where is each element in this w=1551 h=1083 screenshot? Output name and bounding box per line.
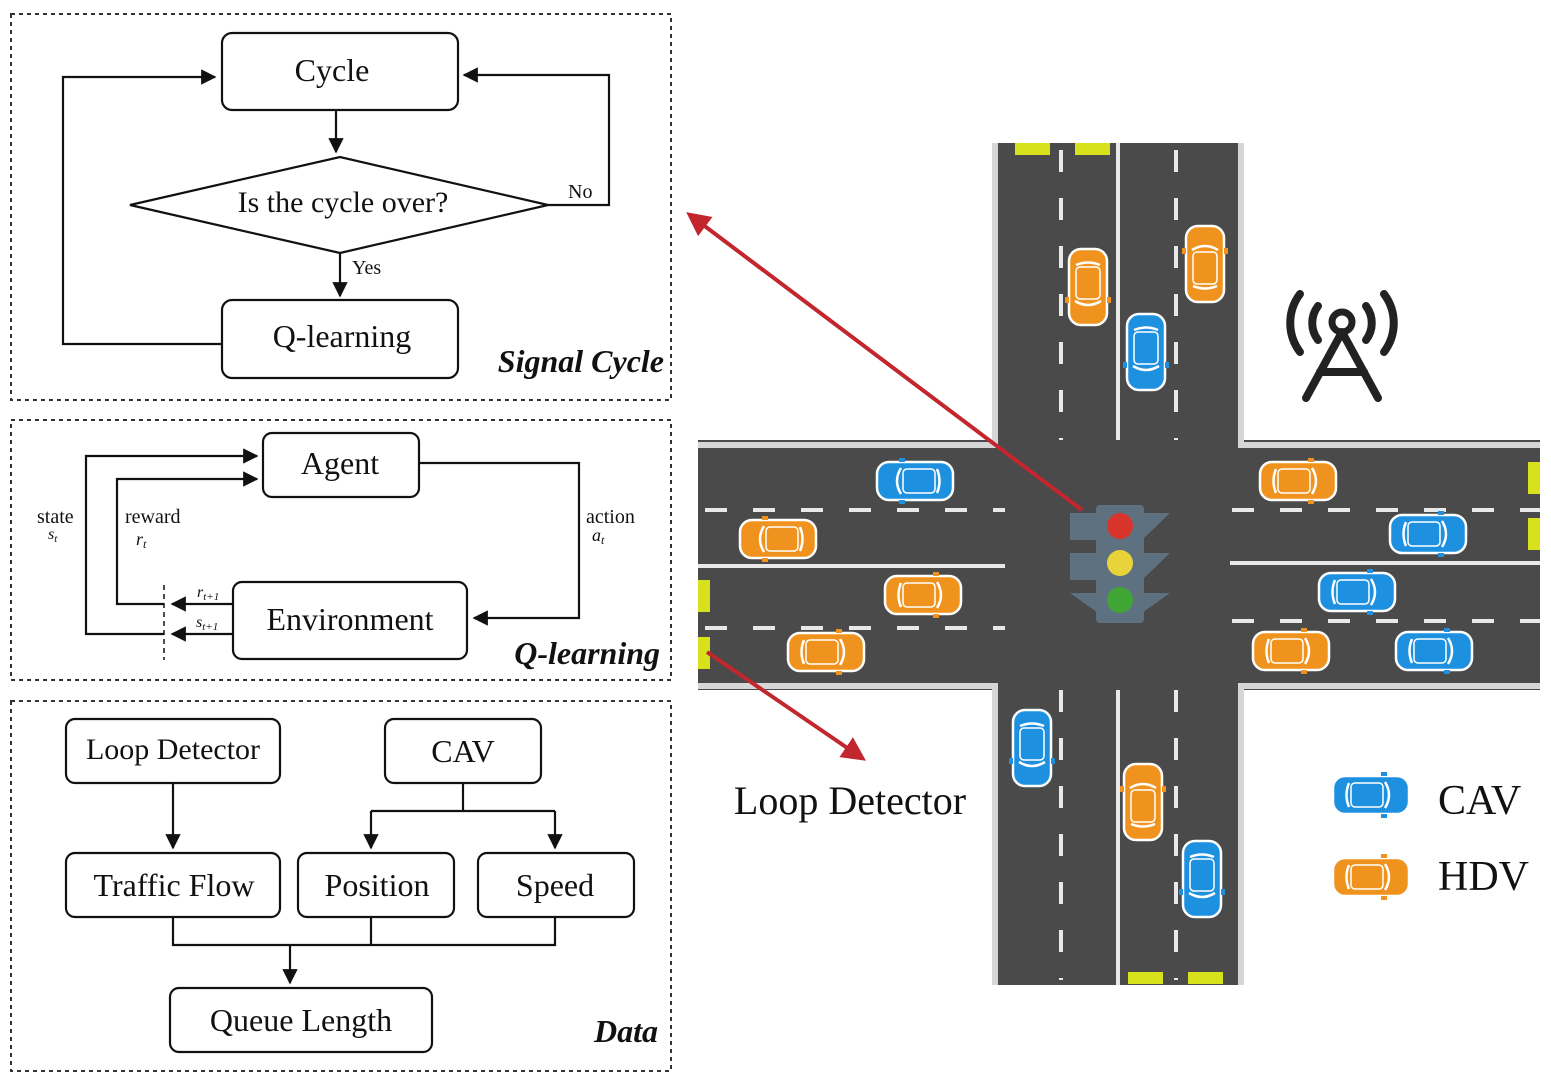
hdv-car-icon <box>1331 854 1411 900</box>
cav-car-icon <box>1317 569 1397 615</box>
legend-hdv-label: HDV <box>1438 854 1529 900</box>
q-learning-title: Q-learning <box>514 635 660 671</box>
traffic-light-yellow-lamp <box>1107 550 1133 576</box>
qlearning-to-cycle-arrow <box>61 69 222 346</box>
signal-cycle-pointer-arrow <box>686 212 1084 512</box>
traffic-light-green-lamp <box>1107 587 1133 613</box>
traffic-light-left-visor <box>1070 553 1098 580</box>
curb-bottom-right <box>1238 683 1540 985</box>
intersection-scene: Loop Detector CAV HDV <box>686 143 1540 985</box>
loop-detector-marker <box>698 637 710 669</box>
traffic-light-right-visor <box>1142 513 1170 540</box>
loop-detector-pointer-arrow <box>705 650 866 761</box>
cav-car-icon <box>875 458 955 504</box>
queue-length-label: Queue Length <box>210 1002 392 1038</box>
state-arrow <box>84 448 259 636</box>
agent-label: Agent <box>301 445 379 481</box>
curb-top-right <box>1238 143 1540 448</box>
action-arrow <box>419 461 581 626</box>
cycle-box <box>220 31 460 112</box>
action-label: action <box>586 506 635 528</box>
cav-car-icon <box>1123 312 1169 392</box>
curb-bottom-left <box>698 683 998 985</box>
hdv-car-icon <box>1065 247 1111 327</box>
cav-car-icon <box>1331 772 1411 818</box>
traffic-light-right-visor <box>1142 553 1170 580</box>
no-label: No <box>568 181 592 203</box>
next-state-symbol: st+1 <box>196 614 218 633</box>
radio-tower-icon <box>1286 290 1398 402</box>
traffic-flow-label: Traffic Flow <box>94 867 255 903</box>
state-symbol: st <box>48 526 58 545</box>
cav-box-label: CAV <box>431 733 494 769</box>
vehicle-legend: CAV HDV <box>1331 772 1529 900</box>
loop-detector-marker <box>1528 518 1540 550</box>
traffic-light <box>1070 505 1170 623</box>
yes-label: Yes <box>352 257 381 279</box>
loop-detector-marker <box>1188 972 1223 984</box>
data-frame <box>10 700 672 1072</box>
agent-box <box>261 431 421 499</box>
loop-detector-marker <box>1128 972 1163 984</box>
traffic-light-red-lamp <box>1107 513 1133 539</box>
hdv-car-icon <box>1258 458 1338 504</box>
decision-label: Is the cycle over? <box>238 186 449 219</box>
hdv-car-icon <box>883 572 963 618</box>
reward-arrow <box>115 471 259 606</box>
position-label: Position <box>325 867 430 903</box>
curb-top-left <box>698 143 998 448</box>
q-learning-frame <box>10 419 672 681</box>
action-symbol: at <box>592 525 605 547</box>
loop-detector-marker <box>1528 462 1540 494</box>
loop-detector-marker <box>698 580 710 612</box>
hdv-car-icon <box>738 516 818 562</box>
environment-label: Environment <box>266 601 433 637</box>
cycle-label: Cycle <box>295 52 370 88</box>
signal-cycle-frame <box>10 13 672 401</box>
q-learning-panel: Agent Environment action at rt+1 st+1 re… <box>10 419 672 681</box>
loop-detector-caption: Loop Detector <box>734 778 966 823</box>
data-title: Data <box>593 1013 658 1049</box>
hdv-car-icon <box>1120 762 1166 842</box>
reward-symbol: rt <box>136 529 147 551</box>
no-loop-arrow <box>462 67 611 207</box>
hdv-car-icon <box>786 629 866 675</box>
speed-label: Speed <box>516 867 594 903</box>
cars-layer <box>738 224 1474 919</box>
cav-car-icon <box>1388 511 1468 557</box>
next-reward-symbol: rt+1 <box>197 584 219 603</box>
signal-cycle-title: Signal Cycle <box>498 343 664 379</box>
qlearning-box <box>220 298 460 380</box>
data-panel: Loop Detector CAV Traffic Flow Position … <box>10 700 672 1072</box>
loop-detector-box-label: Loop Detector <box>86 733 260 766</box>
reward-label: reward <box>125 506 181 528</box>
traffic-light-right-visor <box>1142 593 1170 613</box>
hdv-car-icon <box>1182 224 1228 304</box>
hdv-car-icon <box>1251 628 1331 674</box>
signal-cycle-panel: Cycle Is the cycle over? Q-learning Yes … <box>10 13 672 401</box>
merge-bracket <box>171 917 557 947</box>
state-label: state <box>37 506 74 528</box>
position-box <box>296 851 456 919</box>
legend-cav-car-icon <box>1331 772 1411 818</box>
loop-detector-marker <box>1015 143 1050 155</box>
queue-length-box <box>168 986 434 1054</box>
qlearning-box-label: Q-learning <box>273 318 412 354</box>
cav-car-icon <box>1394 628 1474 674</box>
loop-detector-marker <box>1075 143 1110 155</box>
legend-cav-label: CAV <box>1438 778 1521 824</box>
cav-car-icon <box>1009 708 1055 788</box>
legend-hdv-car-icon <box>1331 854 1411 900</box>
traffic-light-visor-shade <box>1070 593 1098 613</box>
traffic-light-visor-shade <box>1070 513 1098 540</box>
cav-car-icon <box>1179 839 1225 919</box>
environment-box <box>231 580 469 661</box>
